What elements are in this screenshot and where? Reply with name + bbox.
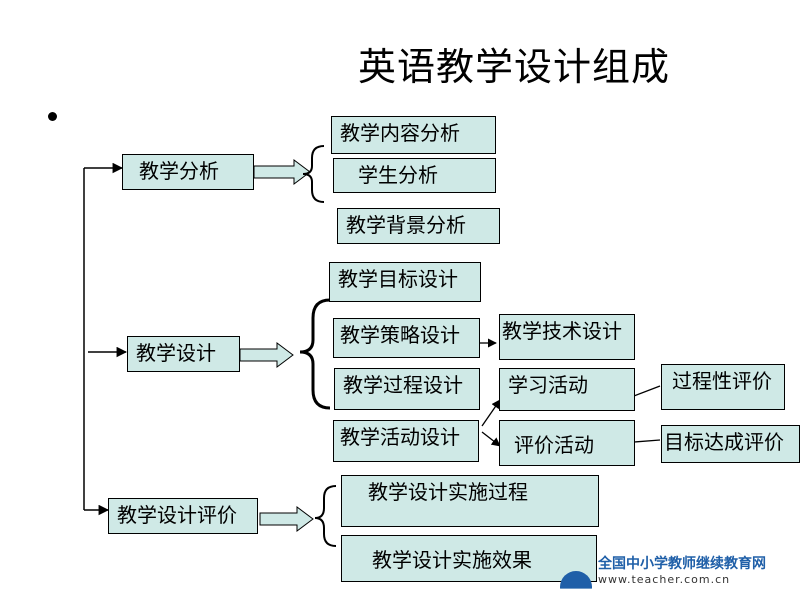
- learning-to-process-eval-line: [633, 385, 661, 397]
- background-analysis-box: 教学背景分析: [337, 208, 500, 244]
- analysis-box: 教学分析: [122, 154, 254, 190]
- logo-name: 全国中小学教师继续教育网: [598, 556, 766, 572]
- brace-evaluation: [314, 485, 337, 547]
- student-analysis-box: 学生分析: [333, 158, 496, 193]
- tech-design-box: 教学技术设计: [499, 314, 635, 360]
- logo-globe-icon: [560, 571, 592, 589]
- evaluation-to-goal-eval-line: [633, 439, 661, 443]
- evaluation-box: 教学设计评价: [108, 498, 258, 534]
- block-arrow-design: [239, 342, 294, 368]
- activity-to-evaluation-arrow: [481, 431, 501, 447]
- strategy-design-box: 教学策略设计: [333, 318, 480, 358]
- activity-to-learning-arrow: [481, 399, 501, 427]
- slide-title: 英语教学设计组成: [358, 45, 671, 89]
- process-design-box: 教学过程设计: [334, 368, 480, 410]
- goal-design-box: 教学目标设计: [329, 262, 481, 302]
- evaluation-activity-box: 评价活动: [499, 420, 635, 466]
- block-arrow-analysis: [253, 159, 311, 185]
- content-analysis-box: 教学内容分析: [331, 116, 496, 154]
- implementation-effect-box: 教学设计实施效果: [341, 535, 597, 582]
- brace-design: [299, 298, 331, 410]
- learning-activity-box: 学习活动: [499, 368, 635, 411]
- design-box: 教学设计: [127, 336, 240, 372]
- goal-evaluation-box: 目标达成评价: [661, 425, 800, 463]
- implementation-process-box: 教学设计实施过程: [341, 475, 599, 527]
- activity-design-box: 教学活动设计: [333, 420, 479, 462]
- bullet-dot: [48, 112, 57, 121]
- site-logo: 全国中小学教师继续教育网 www.teacher.com.cn: [560, 545, 800, 600]
- brace-analysis: [302, 145, 325, 203]
- block-arrow-evaluation: [259, 506, 314, 532]
- logo-url: www.teacher.com.cn: [598, 573, 731, 586]
- process-evaluation-box: 过程性评价: [661, 364, 785, 410]
